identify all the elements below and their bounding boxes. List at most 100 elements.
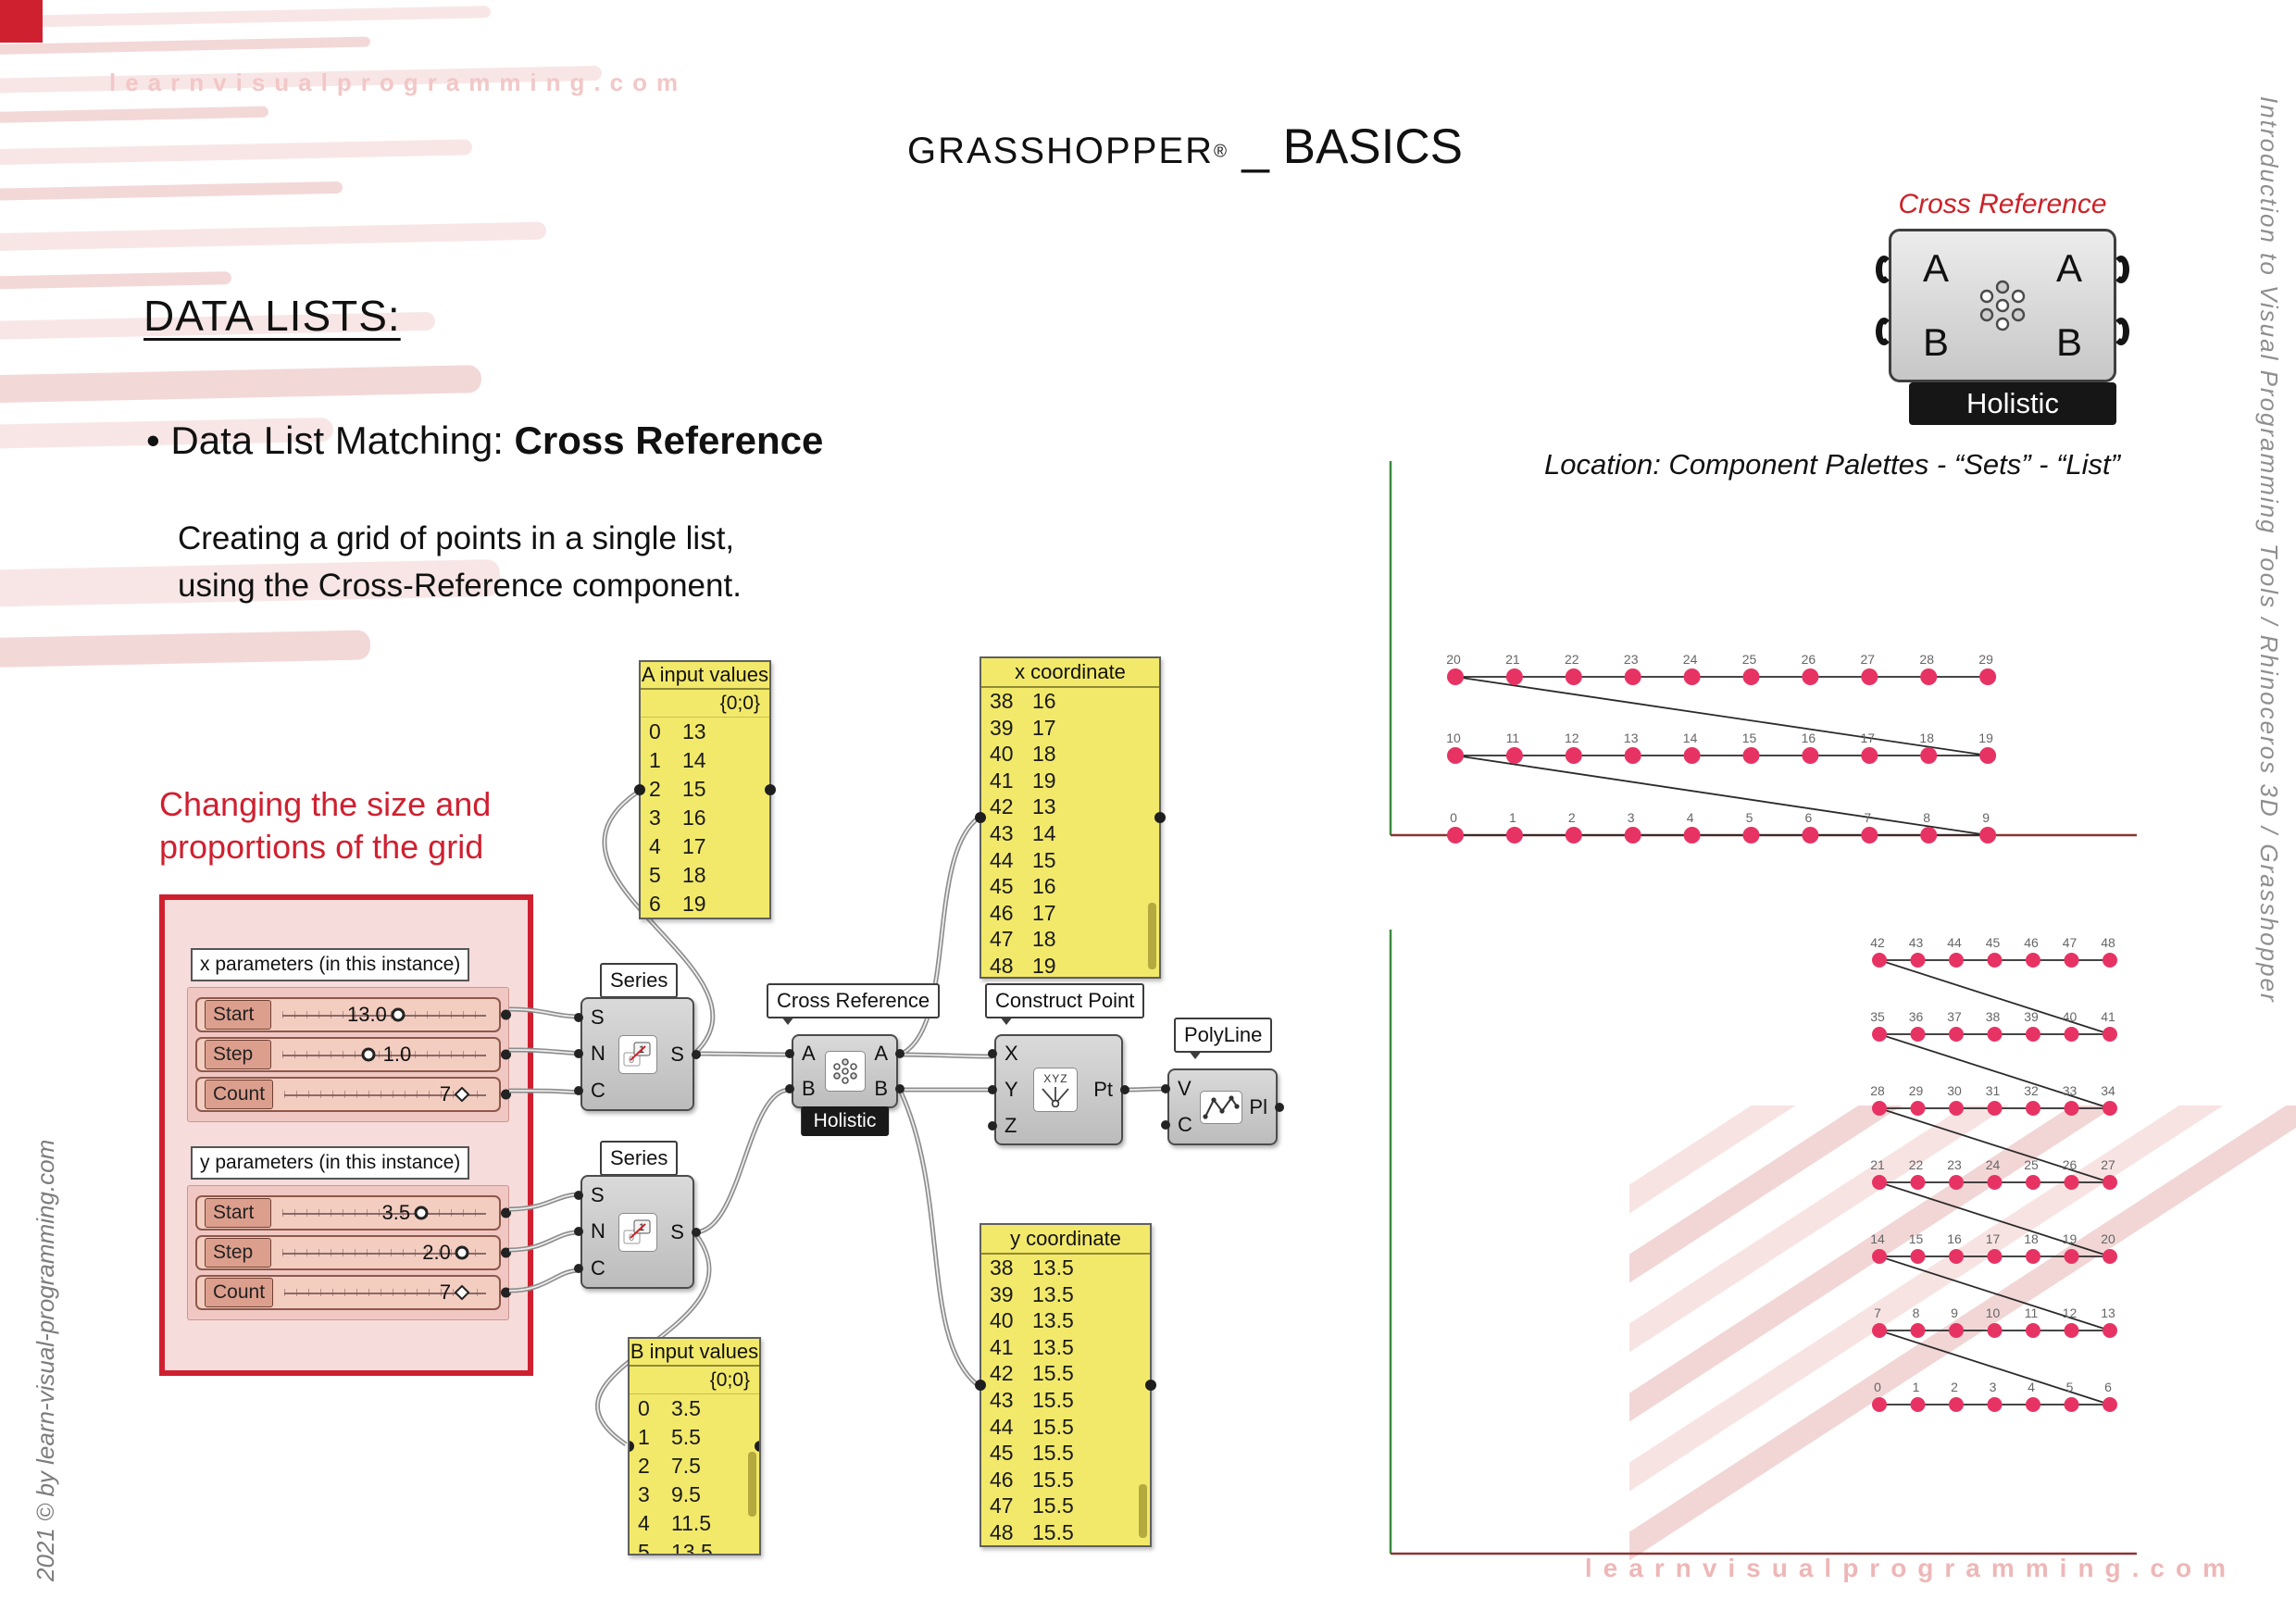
port-pl-output[interactable]: Pl (1249, 1094, 1267, 1118)
port-a-input[interactable]: A (802, 1042, 816, 1065)
slider-knob[interactable] (454, 1086, 470, 1103)
output-grip[interactable] (2113, 255, 2129, 283)
port-b-output[interactable]: B (2055, 320, 2082, 364)
panel-output-grip[interactable] (765, 784, 776, 795)
point-label: 46 (2024, 935, 2039, 950)
grid-point (1802, 827, 1819, 843)
slider-value: 7 (439, 1082, 452, 1106)
port-c-input[interactable]: C (591, 1079, 605, 1103)
slider-knob[interactable] (391, 1007, 406, 1022)
slider-track[interactable]: 7 (281, 1277, 492, 1308)
port-a-input[interactable]: A (1923, 246, 1950, 290)
row-value: 18 (1032, 742, 1056, 767)
slider-knob[interactable] (414, 1206, 429, 1220)
point-label: 6 (1805, 810, 1813, 825)
port-s-output[interactable]: S (670, 1042, 684, 1066)
slider-track[interactable]: 3.5 (279, 1197, 492, 1229)
construct-point-component[interactable]: X Y Z XYZ Pt (994, 1034, 1123, 1145)
row-index: 1 (638, 1425, 650, 1449)
panel-output-grip[interactable] (755, 1441, 759, 1452)
slider-knob[interactable] (455, 1245, 469, 1260)
slider-track[interactable]: 7 (281, 1079, 492, 1110)
port-v-input[interactable]: V (1178, 1076, 1192, 1100)
featured-cross-reference-component[interactable]: A B A B (1876, 229, 2129, 382)
port-b-input[interactable]: B (1923, 320, 1950, 364)
series-component[interactable]: S N C 0 1 S (580, 997, 694, 1111)
port-y-input[interactable]: Y (1004, 1077, 1018, 1101)
slider-track[interactable]: 1.0 (279, 1039, 492, 1070)
slider-knob[interactable] (361, 1047, 376, 1062)
polyline-component[interactable]: V C Pl (1167, 1068, 1278, 1145)
panel-output-grip[interactable] (1145, 1380, 1156, 1391)
port-x-input[interactable]: X (1004, 1042, 1018, 1066)
wire-core (693, 1053, 791, 1056)
slider-knob[interactable] (454, 1284, 470, 1301)
port-s-input[interactable]: S (591, 1005, 605, 1029)
port-c-input[interactable]: C (591, 1256, 605, 1280)
row-index: 42 (990, 1361, 1014, 1386)
point-label: 38 (1986, 1009, 2001, 1024)
port-s-input[interactable]: S (591, 1182, 605, 1206)
port-n-input[interactable]: N (591, 1219, 605, 1243)
row-value: 13.5 (671, 1540, 713, 1555)
slider-value: 7 (439, 1280, 452, 1304)
port-a-output[interactable]: A (874, 1042, 888, 1065)
row-index: 1 (649, 748, 661, 772)
port-b-output[interactable]: B (874, 1077, 888, 1100)
panel-input-grip[interactable] (634, 784, 645, 795)
slider-track[interactable]: 13.0 (279, 999, 492, 1031)
slider-track[interactable]: 2.0 (279, 1237, 492, 1268)
grid-point (1683, 827, 1701, 843)
row-index: 45 (990, 874, 1014, 899)
output-ports: Pl (1249, 1070, 1267, 1143)
panel-scrollbar[interactable] (1148, 903, 1156, 969)
port-b-input[interactable]: B (802, 1077, 816, 1100)
port-z-input[interactable]: Z (1004, 1113, 1017, 1137)
panel-input-grip[interactable] (975, 812, 986, 823)
input-grip[interactable] (1876, 317, 1892, 345)
input-grip[interactable] (1876, 255, 1892, 283)
input-ports: S N C (591, 1177, 605, 1287)
panel-path: {0;0} (630, 1367, 759, 1394)
output-ports: S (670, 999, 684, 1109)
port-c-input[interactable]: C (1178, 1113, 1192, 1137)
slider-value: 2.0 (422, 1241, 451, 1264)
panel-input-grip[interactable] (975, 1380, 986, 1391)
port-n-input[interactable]: N (591, 1042, 605, 1066)
port-a-output[interactable]: A (2055, 246, 2082, 290)
output-grip[interactable] (2113, 317, 2129, 345)
row-value: 15 (1032, 847, 1056, 872)
cross-reference-component[interactable]: A B A B Holistic (792, 1034, 898, 1136)
grid-point (1949, 953, 1964, 968)
bullet-emphasis: Cross Reference (514, 418, 824, 462)
panel-scrollbar[interactable] (1139, 1484, 1147, 1538)
input-ports: A B (802, 1036, 816, 1106)
point-label: 8 (1923, 810, 1930, 825)
port-s-output[interactable]: S (670, 1219, 684, 1243)
annotation-line: proportions of the grid (159, 828, 484, 866)
corner-red-square (0, 0, 43, 43)
port-pt-output[interactable]: Pt (1093, 1078, 1113, 1101)
panel-output-grip[interactable] (1154, 812, 1166, 823)
point-label: 9 (1982, 810, 1990, 825)
series-component[interactable]: S N C 0 1 S (580, 1175, 694, 1289)
panel-scrollbar[interactable] (748, 1452, 756, 1517)
